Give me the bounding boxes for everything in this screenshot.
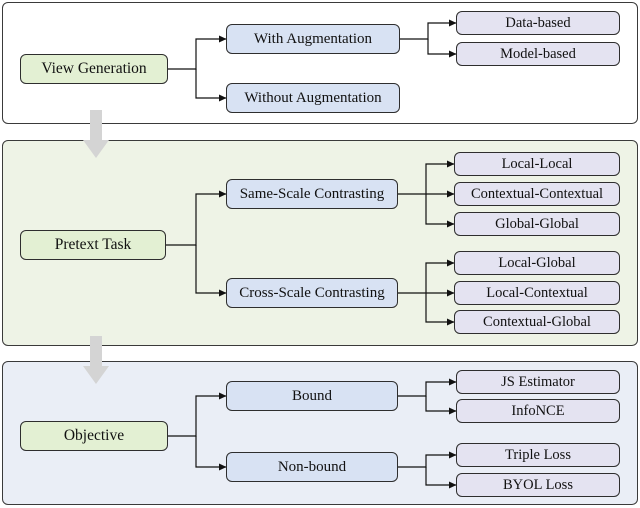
non-bound-node: Non-bound xyxy=(226,452,398,482)
local-contextual-node: Local-Contextual xyxy=(454,281,620,305)
byol-loss-node: BYOL Loss xyxy=(456,473,620,497)
flow-arrow-icon xyxy=(83,110,109,158)
global-global-node: Global-Global xyxy=(454,212,620,236)
cross-scale-contrasting-node: Cross-Scale Contrasting xyxy=(226,278,398,308)
pretext-task-node: Pretext Task xyxy=(20,230,166,260)
triple-loss-node: Triple Loss xyxy=(456,443,620,467)
local-global-node: Local-Global xyxy=(454,251,620,275)
with-augmentation-node: With Augmentation xyxy=(226,24,400,54)
objective-node: Objective xyxy=(20,421,168,451)
infonce-node: InfoNCE xyxy=(456,399,620,423)
without-augmentation-node: Without Augmentation xyxy=(226,83,400,113)
bound-node: Bound xyxy=(226,381,398,411)
data-based-node: Data-based xyxy=(456,11,620,35)
model-based-node: Model-based xyxy=(456,42,620,66)
view-generation-node: View Generation xyxy=(20,54,168,84)
same-scale-contrasting-node: Same-Scale Contrasting xyxy=(226,179,398,209)
contextual-contextual-node: Contextual-Contextual xyxy=(454,182,620,206)
flow-arrow-icon xyxy=(83,336,109,384)
js-estimator-node: JS Estimator xyxy=(456,370,620,394)
local-local-node: Local-Local xyxy=(454,152,620,176)
contextual-global-node: Contextual-Global xyxy=(454,310,620,334)
